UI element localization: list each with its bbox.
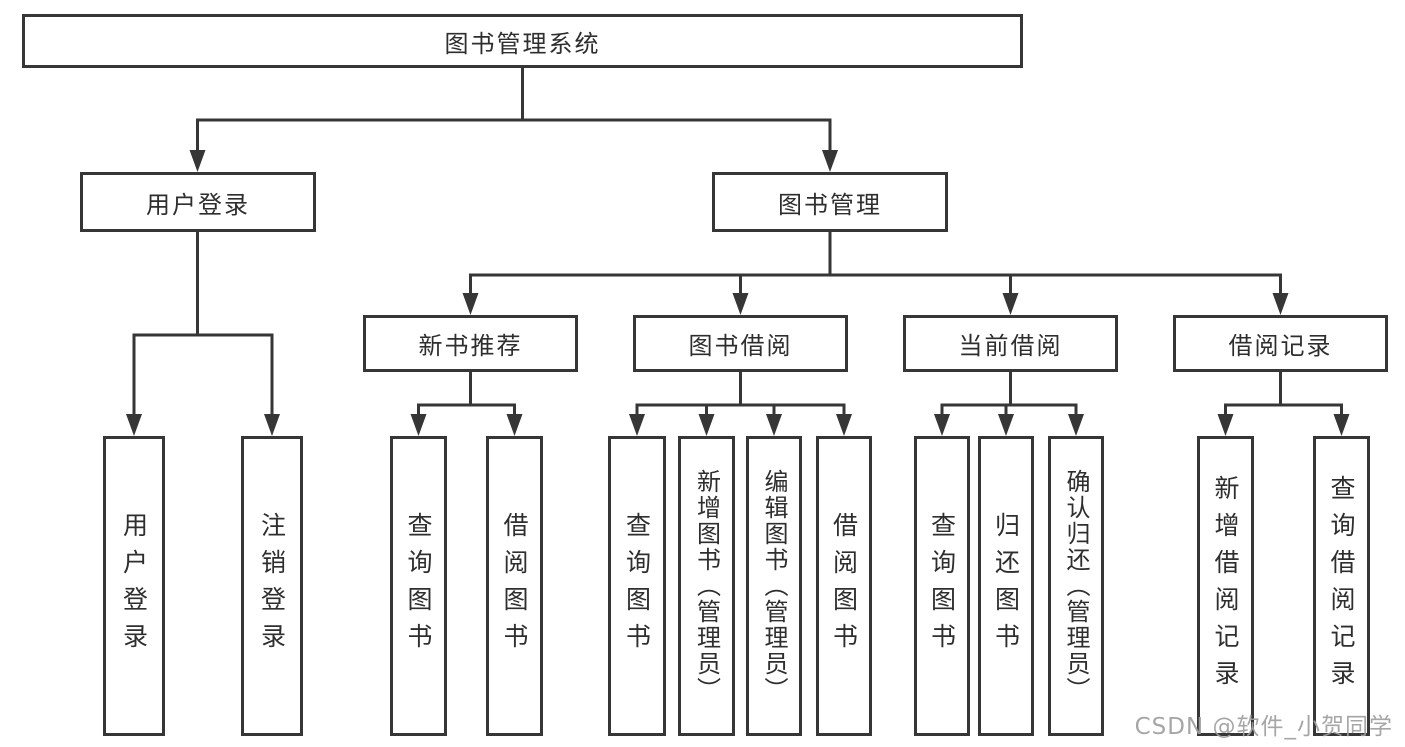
leaf-add-borrow-record: 新增借阅记录 bbox=[1197, 436, 1254, 736]
leaf-borrow-books-1: 借阅图书 bbox=[486, 436, 543, 736]
node-book-borrowing: 图书借阅 bbox=[633, 315, 848, 372]
node-user-login-branch: 用户登录 bbox=[80, 172, 316, 232]
node-new-book-recommendation: 新书推荐 bbox=[363, 315, 578, 372]
leaf-edit-books-admin: 编辑图书（管理员） bbox=[746, 436, 802, 736]
leaf-borrow-books-2: 借阅图书 bbox=[816, 436, 872, 736]
leaf-add-books-admin: 新增图书（管理员） bbox=[678, 436, 735, 736]
leaf-query-books-1: 查询图书 bbox=[390, 436, 447, 736]
leaf-confirm-return-admin: 确认归还（管理员） bbox=[1048, 436, 1104, 736]
leaf-query-books-2: 查询图书 bbox=[608, 436, 666, 736]
leaf-return-books: 归还图书 bbox=[978, 436, 1034, 736]
node-current-borrowing: 当前借阅 bbox=[903, 315, 1118, 372]
leaf-user-login: 用户登录 bbox=[103, 436, 165, 736]
leaf-logout: 注销登录 bbox=[241, 436, 303, 736]
node-root-library-system: 图书管理系统 bbox=[22, 14, 1023, 68]
leaf-query-books-3: 查询图书 bbox=[914, 436, 970, 736]
node-borrowing-records: 借阅记录 bbox=[1173, 315, 1388, 372]
leaf-query-borrow-record: 查询借阅记录 bbox=[1313, 436, 1370, 736]
node-book-management-branch: 图书管理 bbox=[712, 172, 948, 232]
watermark: CSDN @软件_小贺同学 bbox=[1134, 714, 1393, 740]
